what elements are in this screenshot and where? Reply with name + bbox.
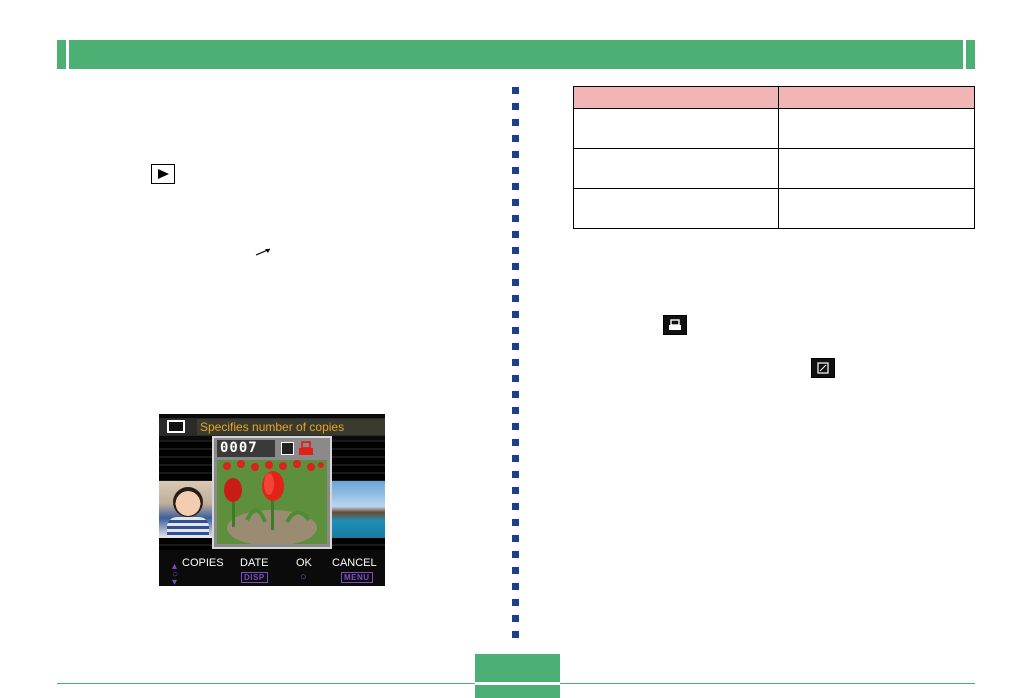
copies-label: COPIES [182, 557, 224, 569]
screen-bottom-bar: ▴○▾ COPIES DATE DISP OK ○ CANCEL MENU [159, 556, 385, 586]
page-tab-gap [475, 682, 560, 685]
child-shirt [167, 517, 209, 538]
disp-key-label: DISP [241, 572, 268, 583]
date-stamp-icon [281, 442, 294, 455]
copies-counter: 0007 [217, 440, 275, 457]
thumbnail-resort-photo [331, 481, 385, 538]
settings-table [573, 86, 975, 229]
up-down-selector-icon: ▴○▾ [172, 561, 179, 587]
ok-label: OK [296, 557, 312, 569]
arrow-right-icon [255, 244, 273, 256]
cancel-label: CANCEL [332, 557, 377, 569]
menu-key-label: MENU [341, 572, 373, 583]
page-number-tab [475, 654, 560, 698]
selected-image-frame: 0007 [212, 436, 332, 549]
thumbnail-child-photo [159, 481, 215, 538]
date-label: DATE [240, 557, 269, 569]
header-notch-left [66, 40, 69, 69]
tulip-photo [217, 460, 327, 544]
screen-title: Specifies number of copies [197, 419, 385, 435]
header-notch-right [963, 40, 966, 69]
print-icon [298, 441, 314, 456]
section-header-bar [57, 40, 975, 69]
dpof-icon [167, 420, 185, 433]
screen-top-bar: Specifies number of copies [159, 418, 385, 436]
ok-button-icon: ○ [300, 571, 307, 583]
child-face [173, 487, 203, 517]
table-header-row [574, 87, 974, 109]
play-mode-icon [151, 164, 175, 184]
table-row-divider [574, 188, 974, 189]
date-stamp-icon [811, 358, 835, 378]
table-column-divider [778, 87, 779, 228]
print-icon [663, 315, 687, 335]
camera-lcd-screen: Specifies number of copies 0007 [159, 414, 385, 586]
table-row-divider [574, 148, 974, 149]
